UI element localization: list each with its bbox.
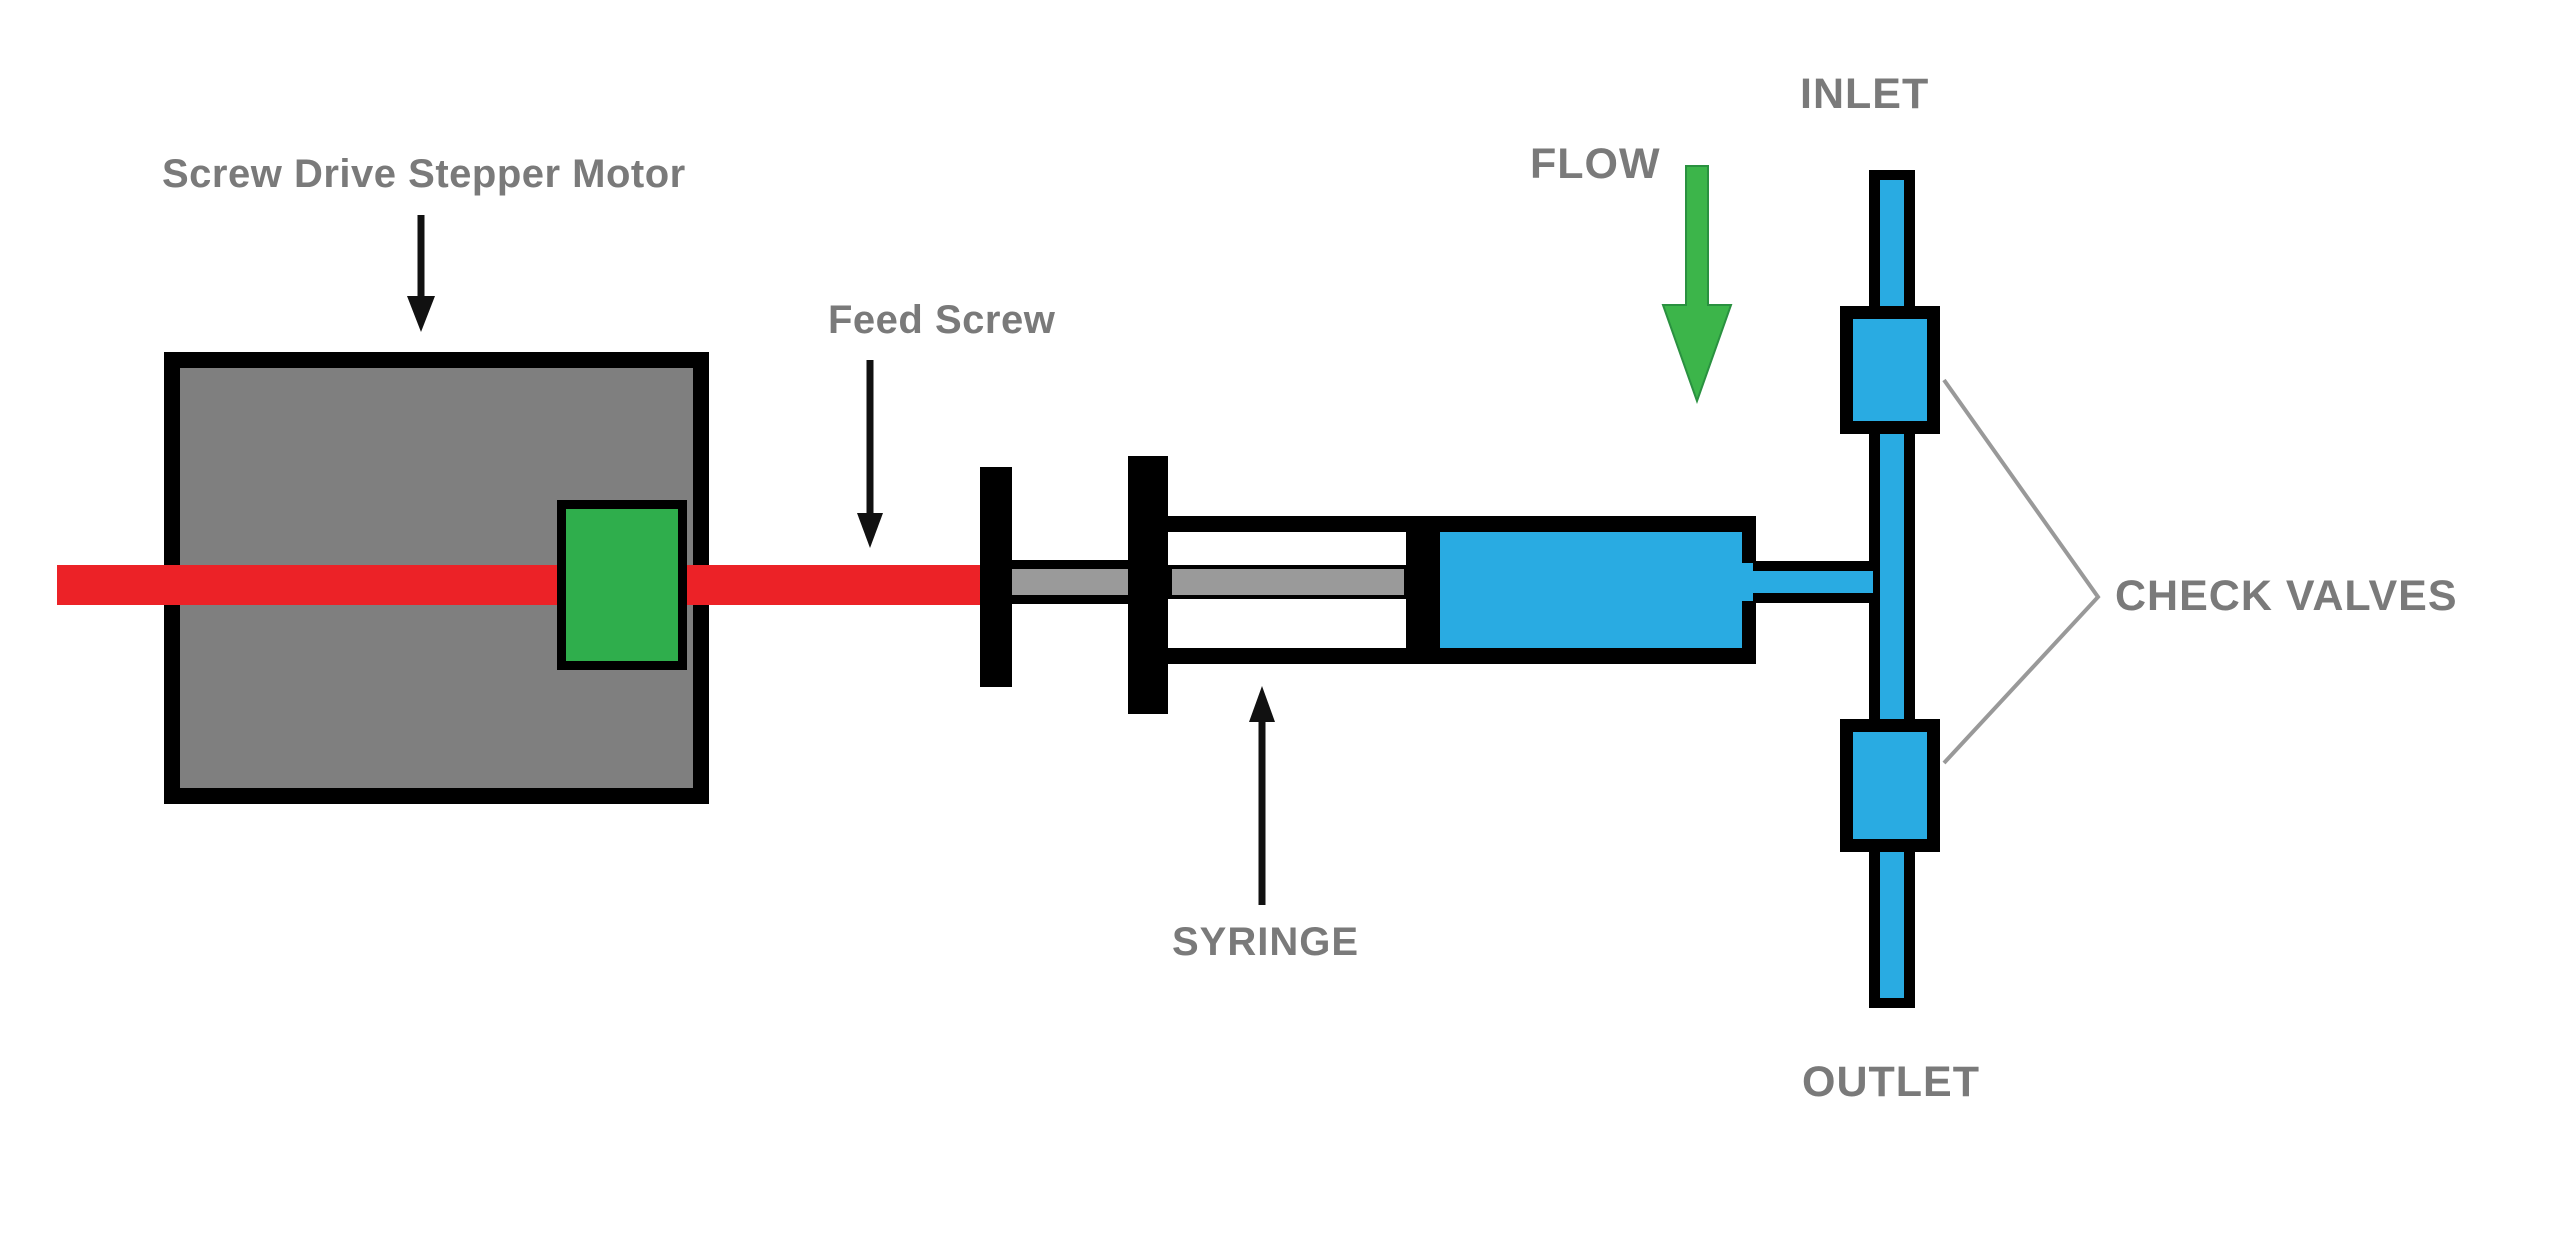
plunger-thumb-rest: [980, 467, 1012, 687]
syringe-label: SYRINGE: [1172, 920, 1360, 964]
flow-arrow: [1661, 165, 1733, 404]
syringe-arrow: [1249, 686, 1275, 905]
plunger-rod-outer: [1012, 560, 1137, 604]
inlet-label: INLET: [1800, 70, 1930, 118]
check-valve-connector-lines: [1942, 378, 2101, 765]
carriage-nut-block: [557, 500, 687, 670]
syringe-tip-tube: [1753, 561, 1873, 603]
barrel-end-wall-bottom: [1742, 601, 1756, 664]
feed-screw-rod: [57, 565, 987, 605]
check-valves-label: CHECK VALVES: [2115, 572, 2458, 620]
syringe-fluid: [1440, 532, 1753, 648]
feed-screw-label: Feed Screw: [828, 298, 1056, 342]
feed-screw-arrow: [857, 360, 883, 548]
plunger-rod-inner: [1168, 565, 1408, 599]
syringe-barrel-flange: [1128, 456, 1168, 714]
inlet-check-valve: [1840, 306, 1940, 434]
barrel-end-wall-top: [1742, 516, 1756, 563]
flow-label: FLOW: [1530, 140, 1661, 188]
motor-arrow: [407, 215, 435, 332]
plunger-seal: [1406, 532, 1440, 648]
motor-label: Screw Drive Stepper Motor: [162, 152, 686, 196]
outlet-label: OUTLET: [1802, 1058, 1980, 1106]
outlet-check-valve: [1840, 719, 1940, 852]
manifold-tube: [1869, 170, 1915, 1008]
